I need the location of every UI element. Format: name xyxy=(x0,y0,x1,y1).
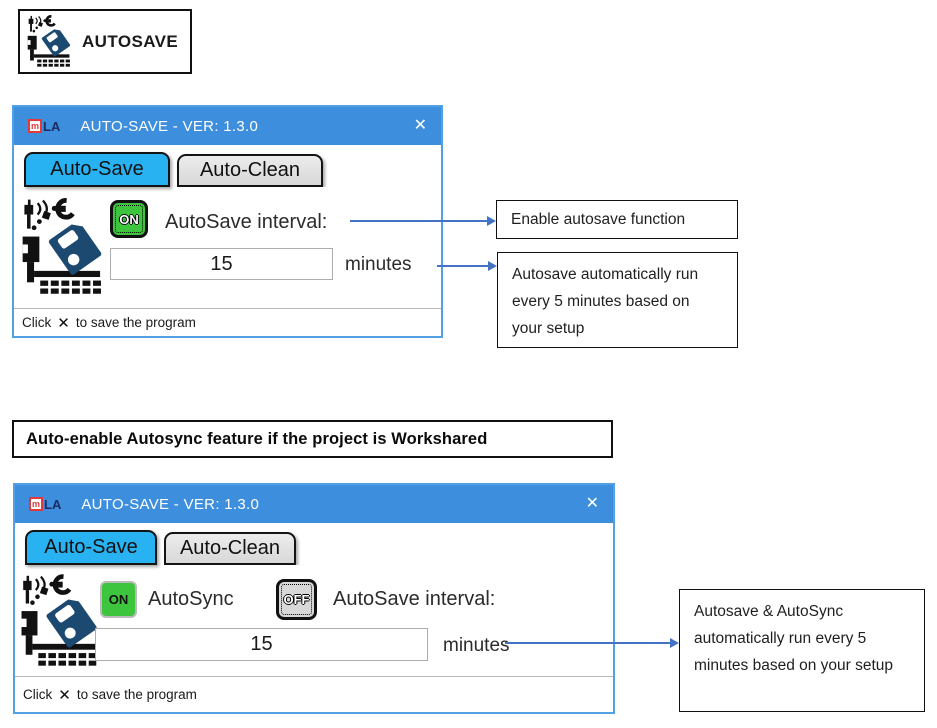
x-glyph-icon: ✕ xyxy=(57,314,70,332)
banner-text: Auto-enable Autosync feature if the proj… xyxy=(26,429,488,448)
interval-input[interactable] xyxy=(110,248,333,280)
status-text-suffix: to save the program xyxy=(75,315,196,330)
app-logo-icon: m LA xyxy=(28,119,60,134)
tab-auto-clean[interactable]: Auto-Clean xyxy=(164,532,296,565)
status-bar: Click ✕ to save the program xyxy=(14,308,441,336)
interval-input[interactable] xyxy=(95,628,428,661)
dialog-body: ON AutoSync OFF AutoSave interval: minut… xyxy=(15,565,613,676)
titlebar[interactable]: m LA AUTO-SAVE - VER: 1.3.0 ✕ xyxy=(15,485,613,523)
autosave-interval-label: AutoSave interval: xyxy=(333,588,496,610)
window-title: AUTO-SAVE - VER: 1.3.0 xyxy=(80,117,259,135)
autosave-dialog-2: m LA AUTO-SAVE - VER: 1.3.0 ✕ Auto-Save … xyxy=(13,483,615,714)
x-glyph-icon: ✕ xyxy=(58,686,71,704)
status-text-prefix: Click xyxy=(23,687,53,702)
callout-autosave-interval: Autosave automatically run every 5 minut… xyxy=(497,252,738,348)
callout-autosync-combined: Autosave & AutoSync automatically run ev… xyxy=(679,589,925,712)
callout-enable-autosave: Enable autosave function xyxy=(496,200,738,239)
close-icon[interactable]: ✕ xyxy=(585,495,599,512)
dialog-body: ON AutoSave interval: minutes xyxy=(14,187,441,308)
autosave-robot-floppy-icon xyxy=(20,189,108,307)
ribbon-button-label: AUTOSAVE xyxy=(82,31,179,51)
autosave-robot-floppy-icon xyxy=(26,14,72,68)
close-icon[interactable]: ✕ xyxy=(413,117,427,134)
tab-strip: Auto-Save Auto-Clean xyxy=(15,523,613,565)
minutes-label: minutes xyxy=(443,635,510,656)
tab-auto-save[interactable]: Auto-Save xyxy=(25,530,157,565)
autosave-interval-label: AutoSave interval: xyxy=(165,211,328,233)
tab-strip: Auto-Save Auto-Clean xyxy=(14,145,441,187)
app-logo-icon: m LA xyxy=(29,497,61,512)
workshared-banner: Auto-enable Autosync feature if the proj… xyxy=(12,420,613,458)
autosave-on-toggle[interactable]: ON xyxy=(110,200,148,238)
status-text-prefix: Click xyxy=(22,315,52,330)
minutes-label: minutes xyxy=(345,254,412,275)
arrow-autosync-combined xyxy=(505,638,679,648)
arrow-enable-autosave xyxy=(350,216,496,226)
status-bar: Click ✕ to save the program xyxy=(15,676,613,712)
autosave-ribbon-button[interactable]: AUTOSAVE xyxy=(18,9,192,74)
autosave-robot-floppy-icon xyxy=(19,567,103,677)
tab-auto-save[interactable]: Auto-Save xyxy=(24,152,170,187)
autosync-label: AutoSync xyxy=(148,588,234,610)
arrow-autosave-interval xyxy=(437,261,497,271)
autosave-off-toggle[interactable]: OFF xyxy=(276,579,317,620)
autosync-on-toggle[interactable]: ON xyxy=(100,581,137,618)
titlebar[interactable]: m LA AUTO-SAVE - VER: 1.3.0 ✕ xyxy=(14,107,441,145)
window-title: AUTO-SAVE - VER: 1.3.0 xyxy=(81,495,260,513)
status-text-suffix: to save the program xyxy=(76,687,197,702)
tab-auto-clean[interactable]: Auto-Clean xyxy=(177,154,323,187)
autosave-dialog-1: m LA AUTO-SAVE - VER: 1.3.0 ✕ Auto-Save … xyxy=(12,105,443,338)
